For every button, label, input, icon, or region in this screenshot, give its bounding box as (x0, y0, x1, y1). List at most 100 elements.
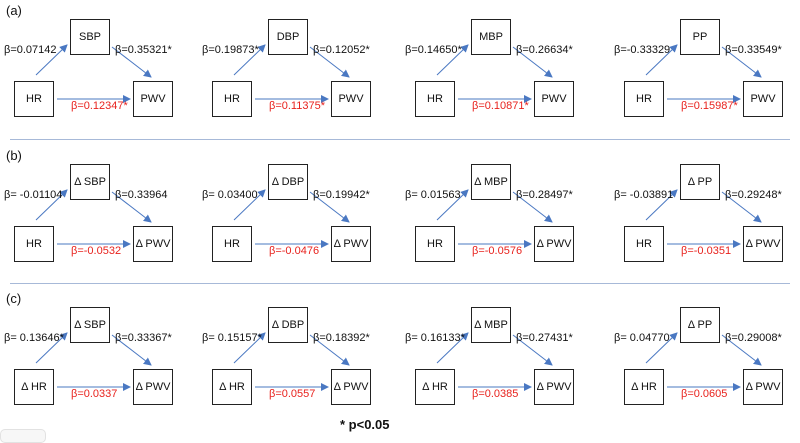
outcome-node-box: Δ PWV (743, 369, 783, 405)
path-a-arrow (645, 44, 678, 76)
source-node-box: HR (624, 226, 664, 262)
beta-c-label: β=0.15987* (681, 100, 738, 112)
beta-c-label: β=0.0385 (472, 388, 519, 400)
mediator-node-box: DBP (268, 19, 308, 55)
path-b-arrow (512, 191, 553, 223)
path-a-arrow (233, 332, 266, 364)
mediator-node-box: Δ DBP (268, 307, 308, 343)
beta-a-label: β= 0.13646* (4, 332, 64, 344)
mediator-node-box: Δ MBP (471, 164, 511, 200)
beta-c-label: β=0.12347* (71, 100, 128, 112)
path-b-arrow (721, 334, 762, 366)
path-b-arrow (309, 191, 350, 223)
path-b-arrow (721, 191, 762, 223)
source-node-box: HR (415, 226, 455, 262)
outcome-node-box: Δ PWV (743, 226, 783, 262)
mediator-node-box: Δ SBP (70, 164, 110, 200)
beta-c-label: β=0.10871* (472, 100, 529, 112)
beta-c-label: β=0.0337 (71, 388, 118, 400)
corner-tab (0, 429, 46, 443)
source-node-box: Δ HR (14, 369, 54, 405)
outcome-node-box: Δ PWV (331, 226, 371, 262)
beta-c-label: β=-0.0576 (472, 245, 523, 257)
path-a-arrow (233, 44, 266, 76)
beta-a-label: β= 0.15157* (202, 332, 262, 344)
panel-label: (a) (6, 3, 22, 18)
path-a-arrow (35, 332, 68, 364)
panel-label: (c) (6, 291, 22, 306)
path-b-arrow (721, 46, 762, 78)
path-a-arrow (233, 189, 266, 221)
path-a-arrow (436, 189, 469, 221)
mediator-node-box: Δ SBP (70, 307, 110, 343)
source-node-box: HR (14, 81, 54, 117)
source-node-box: Δ HR (212, 369, 252, 405)
beta-b-label: β=0.29248* (725, 189, 782, 201)
panel-label: (b) (6, 148, 22, 163)
beta-c-label: β=0.0605 (681, 388, 728, 400)
beta-c-label: β=-0.0351 (681, 245, 732, 257)
beta-b-label: β=0.26634* (516, 44, 573, 56)
outcome-node-box: Δ PWV (534, 226, 574, 262)
mediator-node-box: Δ PP (680, 307, 720, 343)
panel-divider-1 (10, 139, 790, 140)
beta-b-label: β=0.33549* (725, 44, 782, 56)
path-b-arrow (512, 46, 553, 78)
path-a-arrow (436, 332, 469, 364)
outcome-node-box: PWV (133, 81, 173, 117)
beta-a-label: β=-0.33329 (614, 44, 671, 56)
path-a-arrow (436, 44, 469, 76)
beta-b-label: β=0.28497* (516, 189, 573, 201)
mediator-node-box: Δ PP (680, 164, 720, 200)
beta-c-label: β=-0.0532 (71, 245, 122, 257)
mediator-node-box: Δ MBP (471, 307, 511, 343)
mediator-node-box: Δ DBP (268, 164, 308, 200)
path-a-arrow (645, 332, 678, 364)
beta-b-label: β=0.27431* (516, 332, 573, 344)
beta-b-label: β=0.19942* (313, 189, 370, 201)
path-a-arrow (35, 189, 68, 221)
path-a-arrow (35, 44, 68, 76)
path-b-arrow (309, 334, 350, 366)
panel-divider-2 (10, 283, 790, 284)
beta-c-label: β=-0.0476 (269, 245, 320, 257)
mediator-node-box: SBP (70, 19, 110, 55)
path-a-arrow (645, 189, 678, 221)
path-b-arrow (309, 46, 350, 78)
outcome-node-box: PWV (331, 81, 371, 117)
beta-a-label: β=0.14650* (405, 44, 462, 56)
source-node-box: HR (624, 81, 664, 117)
beta-b-label: β=0.33964 (115, 189, 168, 201)
beta-a-label: β= 0.01563 (405, 189, 461, 201)
outcome-node-box: Δ PWV (534, 369, 574, 405)
path-b-arrow (111, 191, 152, 223)
beta-a-label: β=0.07142 (4, 44, 57, 56)
beta-b-label: β=0.33367* (115, 332, 172, 344)
source-node-box: HR (415, 81, 455, 117)
source-node-box: HR (212, 81, 252, 117)
beta-a-label: β= 0.03400 (202, 189, 258, 201)
beta-a-label: β= 0.16133* (405, 332, 465, 344)
path-b-arrow (111, 46, 152, 78)
beta-b-label: β=0.29008* (725, 332, 782, 344)
outcome-node-box: PWV (534, 81, 574, 117)
source-node-box: HR (212, 226, 252, 262)
beta-c-label: β=0.0557 (269, 388, 316, 400)
beta-b-label: β=0.35321* (115, 44, 172, 56)
beta-b-label: β=0.18392* (313, 332, 370, 344)
source-node-box: Δ HR (415, 369, 455, 405)
outcome-node-box: Δ PWV (133, 226, 173, 262)
mediator-node-box: MBP (471, 19, 511, 55)
beta-b-label: β=0.12052* (313, 44, 370, 56)
beta-c-label: β=0.11375* (269, 100, 325, 112)
beta-a-label: β= 0.04770 (614, 332, 670, 344)
significance-legend: * p<0.05 (340, 417, 390, 432)
path-b-arrow (111, 334, 152, 366)
source-node-box: HR (14, 226, 54, 262)
beta-a-label: β= -0.01104 (4, 189, 63, 201)
outcome-node-box: Δ PWV (331, 369, 371, 405)
path-b-arrow (512, 334, 553, 366)
outcome-node-box: PWV (743, 81, 783, 117)
